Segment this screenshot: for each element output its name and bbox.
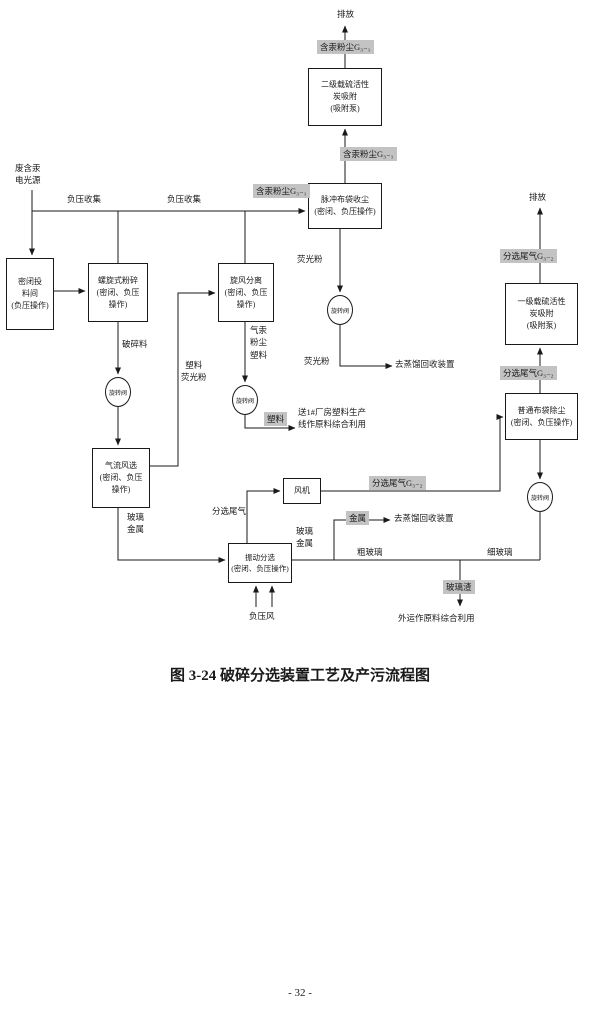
rotary-valve-4: 旋转阀 bbox=[527, 482, 553, 512]
node-primary-carbon-adsorber: 一级载硫活性 炭吸附 (吸附泵) bbox=[505, 283, 578, 345]
node-secondary-carbon-adsorber: 二级载硫活性 炭吸附 (吸附泵) bbox=[308, 68, 382, 126]
arrow-valve-to-plastic-reuse bbox=[244, 415, 296, 431]
label-glass-metal-right: 玻璃 金属 bbox=[296, 526, 314, 549]
label-waste-source: 废含汞 电光源 bbox=[15, 163, 41, 186]
node-feed-room: 密闭投 料间 (负压操作) bbox=[6, 258, 54, 330]
arrow-air-classifier-to-cyclone bbox=[150, 290, 216, 467]
arrow-fan-to-bag-filter bbox=[321, 414, 504, 492]
node-fan: 风机 bbox=[283, 478, 321, 504]
arrow-valve-to-distillation bbox=[339, 325, 393, 369]
label-tail-gas-mid: 分选尾气G₃₋₂ bbox=[500, 366, 557, 381]
label-external-recycling: 外运作原料综合利用 bbox=[398, 613, 475, 623]
label-sorting-tail-gas: 分选尾气 bbox=[212, 506, 247, 516]
arrow-metal-to-distillation bbox=[333, 517, 391, 560]
label-to-distillation-2: 去蒸馏回收装置 bbox=[394, 513, 454, 523]
label-to-distillation-1: 去蒸馏回收装置 bbox=[395, 359, 455, 369]
label-gas-mercury-dust-plastic: 气汞 粉尘 塑料 bbox=[250, 325, 268, 360]
node-air-classifier: 气流风选 (密闭、负压 操作) bbox=[92, 448, 150, 508]
arrow-air-classifier-to-vibrating bbox=[117, 508, 226, 563]
label-glass-slag: 玻璃渣 bbox=[443, 580, 475, 595]
label-fine-glass: 细玻璃 bbox=[487, 547, 513, 557]
figure-caption: 图 3-24 破碎分选装置工艺及产污流程图 bbox=[170, 668, 430, 684]
label-metal: 金属 bbox=[346, 511, 370, 526]
label-crushed-material: 破碎料 bbox=[122, 339, 148, 349]
label-tail-gas-fan: 分选尾气G₃₋₂ bbox=[369, 476, 426, 491]
label-emission-top: 排放 bbox=[337, 9, 355, 19]
label-plastic: 塑料 bbox=[264, 412, 288, 427]
label-mercury-dust-left: 含汞粉尘G₃₋₁ bbox=[253, 184, 310, 199]
label-np-collect-2: 负压收集 bbox=[167, 194, 202, 204]
node-bag-dust-filter: 普通布袋除尘 (密闭、负压操作) bbox=[505, 393, 578, 440]
page-number: - 32 - bbox=[288, 987, 312, 999]
label-coarse-glass: 粗玻璃 bbox=[357, 547, 383, 557]
label-np-air: 负压风 bbox=[249, 611, 275, 621]
label-glass-metal-left: 玻璃 金属 bbox=[127, 512, 145, 535]
label-to-plastic-line: 送1#厂房塑料生产 线作原料综合利用 bbox=[298, 407, 367, 430]
node-cyclone-separator: 旋风分离 (密闭、负压 操作) bbox=[218, 263, 274, 322]
node-vibrating-separator: 振动分选 (密闭、负压操作) bbox=[228, 543, 292, 583]
label-plastic-fluorescent: 塑料 荧光粉 bbox=[181, 360, 207, 383]
rotary-valve-1: 旋转阀 bbox=[105, 377, 131, 407]
label-np-collect-1: 负压收集 bbox=[67, 194, 102, 204]
rotary-valve-3: 旋转阀 bbox=[327, 295, 353, 325]
label-fluorescent-1: 荧光粉 bbox=[297, 254, 323, 264]
rotary-valve-2: 旋转阀 bbox=[232, 385, 258, 415]
label-emission-right: 排放 bbox=[529, 192, 547, 202]
label-tail-gas-top: 分选尾气G₃₋₂ bbox=[500, 249, 557, 264]
label-mercury-dust-top: 含汞粉尘G₃₋₁ bbox=[317, 40, 374, 55]
arrow-vibrating-to-fan bbox=[246, 488, 281, 543]
node-pulse-bag-collector: 脉冲布袋收尘 (密闭、负压操作) bbox=[308, 183, 382, 229]
label-mercury-dust-mid: 含汞粉尘G₃₋₁ bbox=[340, 147, 397, 162]
node-spiral-crusher: 螺旋式粉碎 (密闭、负压 操作) bbox=[88, 263, 148, 322]
label-fluorescent-2: 荧光粉 bbox=[304, 356, 330, 366]
